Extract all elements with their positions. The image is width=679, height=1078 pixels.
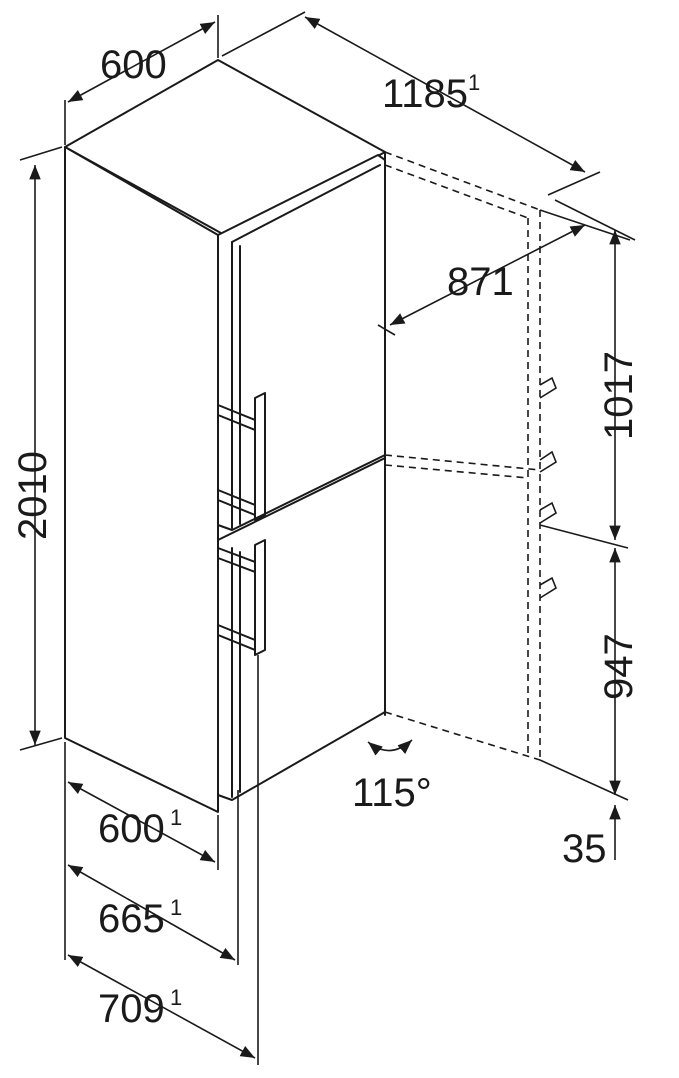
dim-depth-handle: 709 1 <box>64 655 259 1065</box>
dim-door-angle: 115° <box>352 739 432 815</box>
lower-handle <box>217 539 266 656</box>
dim-height: 2010 <box>11 146 63 751</box>
upper-handle <box>217 392 266 521</box>
label-depth-door: 665 <box>98 897 165 941</box>
label-floor-gap: 35 <box>562 827 607 871</box>
label-open-depth: 1185 <box>382 72 468 116</box>
label-door-angle: 115° <box>352 771 432 815</box>
dim-depth-door: 665 1 <box>64 790 239 965</box>
label-open-depth-note: 1 <box>468 70 480 95</box>
dim-open-depth: 1185 1 <box>221 11 601 196</box>
dim-top-width: 600 <box>64 15 219 145</box>
label-fridge-height: 947 <box>597 633 641 700</box>
label-depth-door-note: 1 <box>170 895 182 920</box>
dim-depth-body: 600 1 <box>64 742 219 870</box>
upper-door-top-edge <box>231 164 381 243</box>
dim-door-swing: 871 <box>377 209 631 336</box>
label-depth-body-note: 1 <box>170 805 182 830</box>
label-freezer-height: 1017 <box>597 351 641 440</box>
label-depth-handle: 709 <box>98 987 165 1031</box>
fridge-doors <box>217 154 386 801</box>
label-depth-body: 600 <box>98 807 165 851</box>
dim-freezer-height: 1017 <box>539 199 641 549</box>
dim-floor-gap: 35 <box>562 805 621 871</box>
dim-fridge-height: 947 <box>539 548 641 801</box>
fridge-side-face <box>64 146 219 813</box>
label-height: 2010 <box>11 451 55 540</box>
open-door-outline <box>384 151 557 761</box>
label-door-swing: 871 <box>447 260 514 304</box>
label-top-width: 600 <box>100 43 167 87</box>
label-depth-handle-note: 1 <box>170 985 182 1010</box>
